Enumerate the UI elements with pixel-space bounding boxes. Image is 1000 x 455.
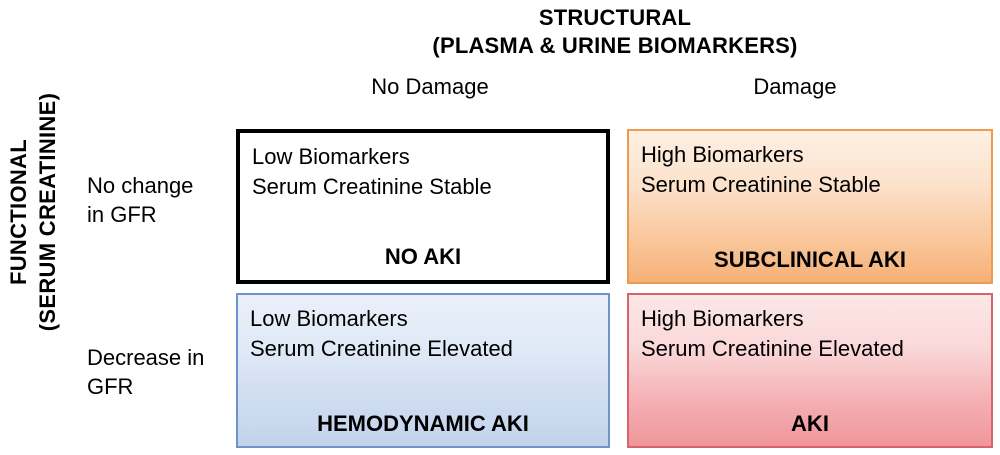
quadrant-hemodynamic-aki: Low Biomarkers Serum Creatinine Elevated… [236,293,610,448]
row-header-no-change-line2: in GFR [87,202,157,227]
functional-axis-title-line2: (SERUM CREATININE) [35,92,60,332]
quadrant-hemodynamic-aki-biomarker-line: Low Biomarkers [250,306,408,331]
row-header-decrease-in-gfr: Decrease in GFR [87,343,232,401]
quadrant-subclinical-aki-verdict: SUBCLINICAL AKI [714,247,906,272]
quadrant-subclinical-aki-creatinine-line: Serum Creatinine Stable [641,172,881,197]
quadrant-subclinical-aki-biomarker-line: High Biomarkers [641,142,804,167]
quadrant-aki-verdict: AKI [791,411,829,436]
quadrant-no-aki: Low Biomarkers Serum Creatinine Stable N… [236,129,610,284]
quadrant-hemodynamic-aki-creatinine-line: Serum Creatinine Elevated [250,336,513,361]
functional-axis-title-line1: FUNCTIONAL [6,139,31,285]
structural-axis-title-line2: (PLASMA & URINE BIOMARKERS) [432,33,798,58]
functional-axis-title: FUNCTIONAL (SERUM CREATININE) [0,62,68,362]
row-header-decrease-line1: Decrease in [87,345,205,370]
quadrant-no-aki-verdict: NO AKI [384,244,462,269]
structural-axis-title-line1: STRUCTURAL [538,5,692,30]
quadrant-hemodynamic-aki-verdict: HEMODYNAMIC AKI [317,411,529,436]
row-header-decrease-line2: GFR [87,374,134,399]
row-header-no-change-in-gfr: No change in GFR [87,171,232,229]
row-header-no-change-line1: No change [87,173,194,198]
quadrant-subclinical-aki: High Biomarkers Serum Creatinine Stable … [627,129,993,284]
structural-axis-title: STRUCTURAL (PLASMA & URINE BIOMARKERS) [390,4,840,60]
quadrant-no-aki-creatinine-line: Serum Creatinine Stable [252,174,492,199]
column-header-no-damage: No Damage [371,74,489,99]
quadrant-aki: High Biomarkers Serum Creatinine Elevate… [627,293,993,448]
column-header-damage: Damage [753,74,837,99]
quadrant-aki-creatinine-line: Serum Creatinine Elevated [641,336,904,361]
quadrant-aki-biomarker-line: High Biomarkers [641,306,804,331]
quadrant-no-aki-biomarker-line: Low Biomarkers [252,144,410,169]
